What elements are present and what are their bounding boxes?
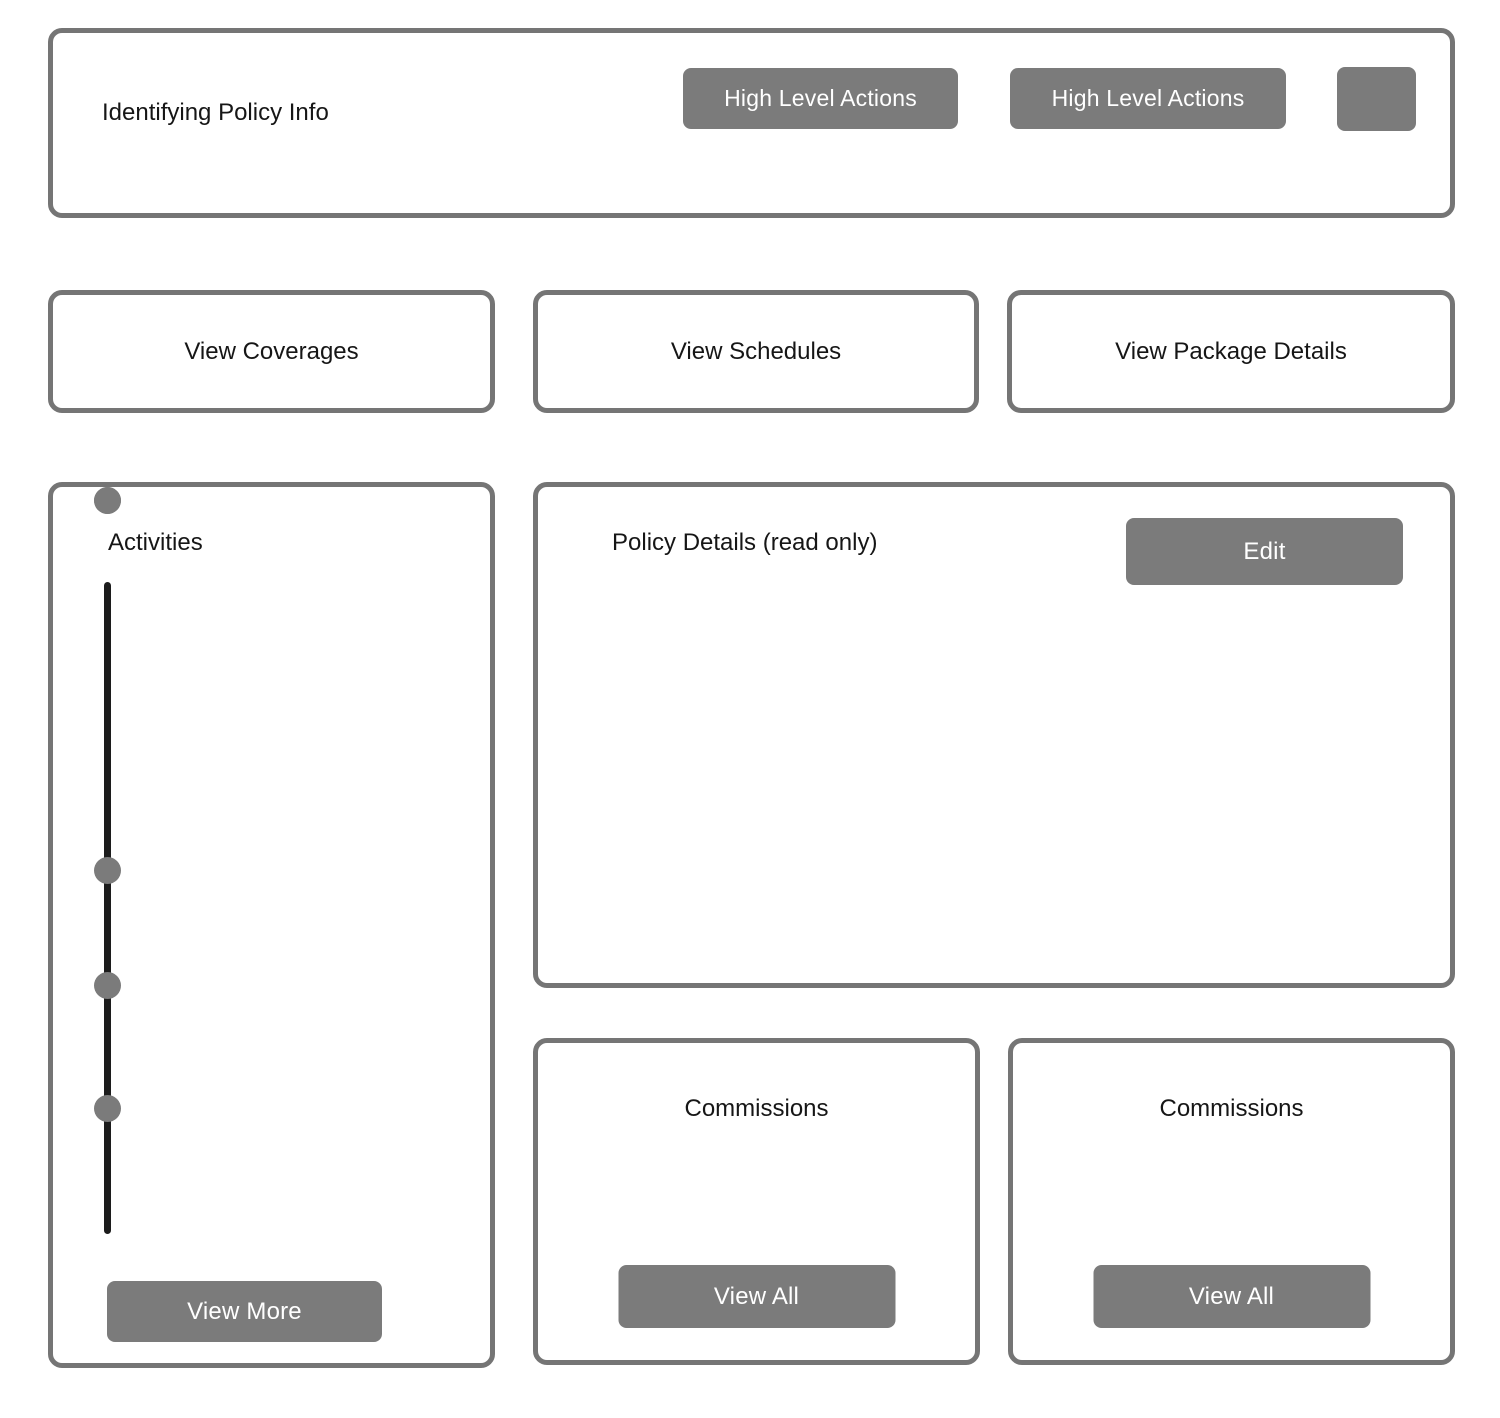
page-title: Identifying Policy Info — [102, 99, 329, 126]
square-placeholder-icon[interactable] — [1337, 67, 1416, 131]
activity-timeline-line — [104, 582, 111, 1234]
view-schedules-label: View Schedules — [670, 337, 842, 365]
commissions-panel-2: Commissions View All — [1008, 1038, 1455, 1365]
activities-panel: Activities View More — [48, 482, 495, 1368]
identifying-policy-info-card: Identifying Policy Info High Level Actio… — [48, 28, 1455, 218]
commissions-title: Commissions — [1159, 1095, 1304, 1122]
policy-details-panel: Policy Details (read only) Edit — [533, 482, 1455, 988]
view-schedules-card[interactable]: View Schedules — [533, 290, 979, 413]
commissions-title: Commissions — [684, 1095, 829, 1122]
activities-title: Activities — [108, 529, 203, 556]
activity-timeline-dot — [94, 857, 121, 884]
activity-timeline-dot — [94, 1095, 121, 1122]
high-level-actions-button-1[interactable]: High Level Actions — [683, 68, 958, 129]
view-all-button-1[interactable]: View All — [618, 1265, 895, 1328]
view-all-button-2[interactable]: View All — [1093, 1265, 1370, 1328]
view-package-details-card[interactable]: View Package Details — [1007, 290, 1455, 413]
commissions-panel-1: Commissions View All — [533, 1038, 980, 1365]
view-coverages-card[interactable]: View Coverages — [48, 290, 495, 413]
activity-timeline-dot — [94, 487, 121, 514]
high-level-actions-button-2[interactable]: High Level Actions — [1010, 68, 1286, 129]
policy-details-title: Policy Details (read only) — [612, 529, 878, 556]
view-package-details-label: View Package Details — [1115, 337, 1347, 365]
view-coverages-label: View Coverages — [184, 337, 359, 365]
edit-button[interactable]: Edit — [1126, 518, 1403, 585]
activity-timeline-dot — [94, 972, 121, 999]
view-more-button[interactable]: View More — [107, 1281, 382, 1342]
